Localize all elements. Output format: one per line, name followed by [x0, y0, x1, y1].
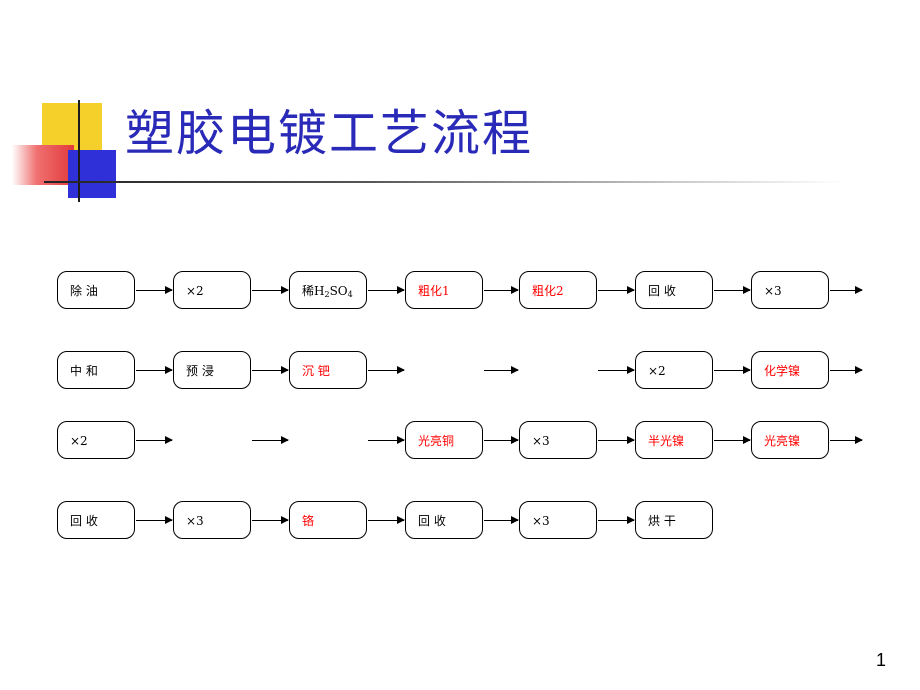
logo-blue-square	[68, 150, 116, 198]
step-bright-nickel: 光亮镍	[751, 421, 829, 459]
logo-vertical-line	[78, 100, 80, 202]
arrow	[484, 286, 519, 294]
arrow	[252, 436, 289, 444]
step-dry: 烘 干	[635, 501, 713, 539]
arrow	[368, 286, 405, 294]
arrow	[484, 436, 519, 444]
arrow	[714, 286, 751, 294]
step-rinse-x2: ×2	[635, 351, 713, 389]
arrow	[484, 366, 519, 374]
arrow	[598, 366, 635, 374]
step-rinse-x3: ×3	[519, 421, 597, 459]
arrow	[830, 436, 863, 444]
arrow	[598, 286, 635, 294]
arrow	[598, 436, 635, 444]
page-number: 1	[876, 650, 887, 670]
h2so4-sub-2: 2	[324, 290, 330, 299]
step-dilute-h2so4: 稀H2SO4	[289, 271, 367, 309]
arrow	[136, 366, 173, 374]
arrow	[598, 516, 635, 524]
step-bright-copper: 光亮铜	[405, 421, 483, 459]
logo-red-bar	[12, 145, 74, 185]
step-electroless-nickel: 化学镍	[751, 351, 829, 389]
h2so4-sub-4: 4	[347, 290, 353, 299]
h2so4-prefix: 稀H	[302, 284, 325, 298]
arrow	[714, 366, 751, 374]
step-rinse-x3: ×3	[519, 501, 597, 539]
arrow	[368, 366, 405, 374]
step-recovery: 回 收	[635, 271, 713, 309]
step-palladium: 沉 钯	[289, 351, 367, 389]
step-rinse-x3: ×3	[751, 271, 829, 309]
step-roughen-2: 粗化2	[519, 271, 597, 309]
title-underline	[44, 181, 844, 183]
step-semi-bright-nickel: 半光镍	[635, 421, 713, 459]
arrow	[136, 286, 173, 294]
arrow	[136, 436, 173, 444]
arrow	[136, 516, 173, 524]
arrow	[368, 436, 405, 444]
step-chromium: 铬	[289, 501, 367, 539]
arrow	[252, 286, 289, 294]
step-recovery: 回 收	[57, 501, 135, 539]
step-pre-dip: 预 浸	[173, 351, 251, 389]
step-recovery: 回 收	[405, 501, 483, 539]
step-neutralize: 中 和	[57, 351, 135, 389]
arrow	[484, 516, 519, 524]
step-degrease: 除 油	[57, 271, 135, 309]
step-rinse-x3: ×3	[173, 501, 251, 539]
arrow	[714, 436, 751, 444]
page-title: 塑胶电镀工艺流程	[125, 105, 534, 162]
step-rinse-x2: ×2	[173, 271, 251, 309]
arrow	[368, 516, 405, 524]
arrow	[830, 286, 863, 294]
arrow	[252, 516, 289, 524]
h2so4-mid: SO	[329, 284, 348, 298]
arrow	[252, 366, 289, 374]
step-roughen-1: 粗化1	[405, 271, 483, 309]
arrow	[830, 366, 863, 374]
step-rinse-x2: ×2	[57, 421, 135, 459]
